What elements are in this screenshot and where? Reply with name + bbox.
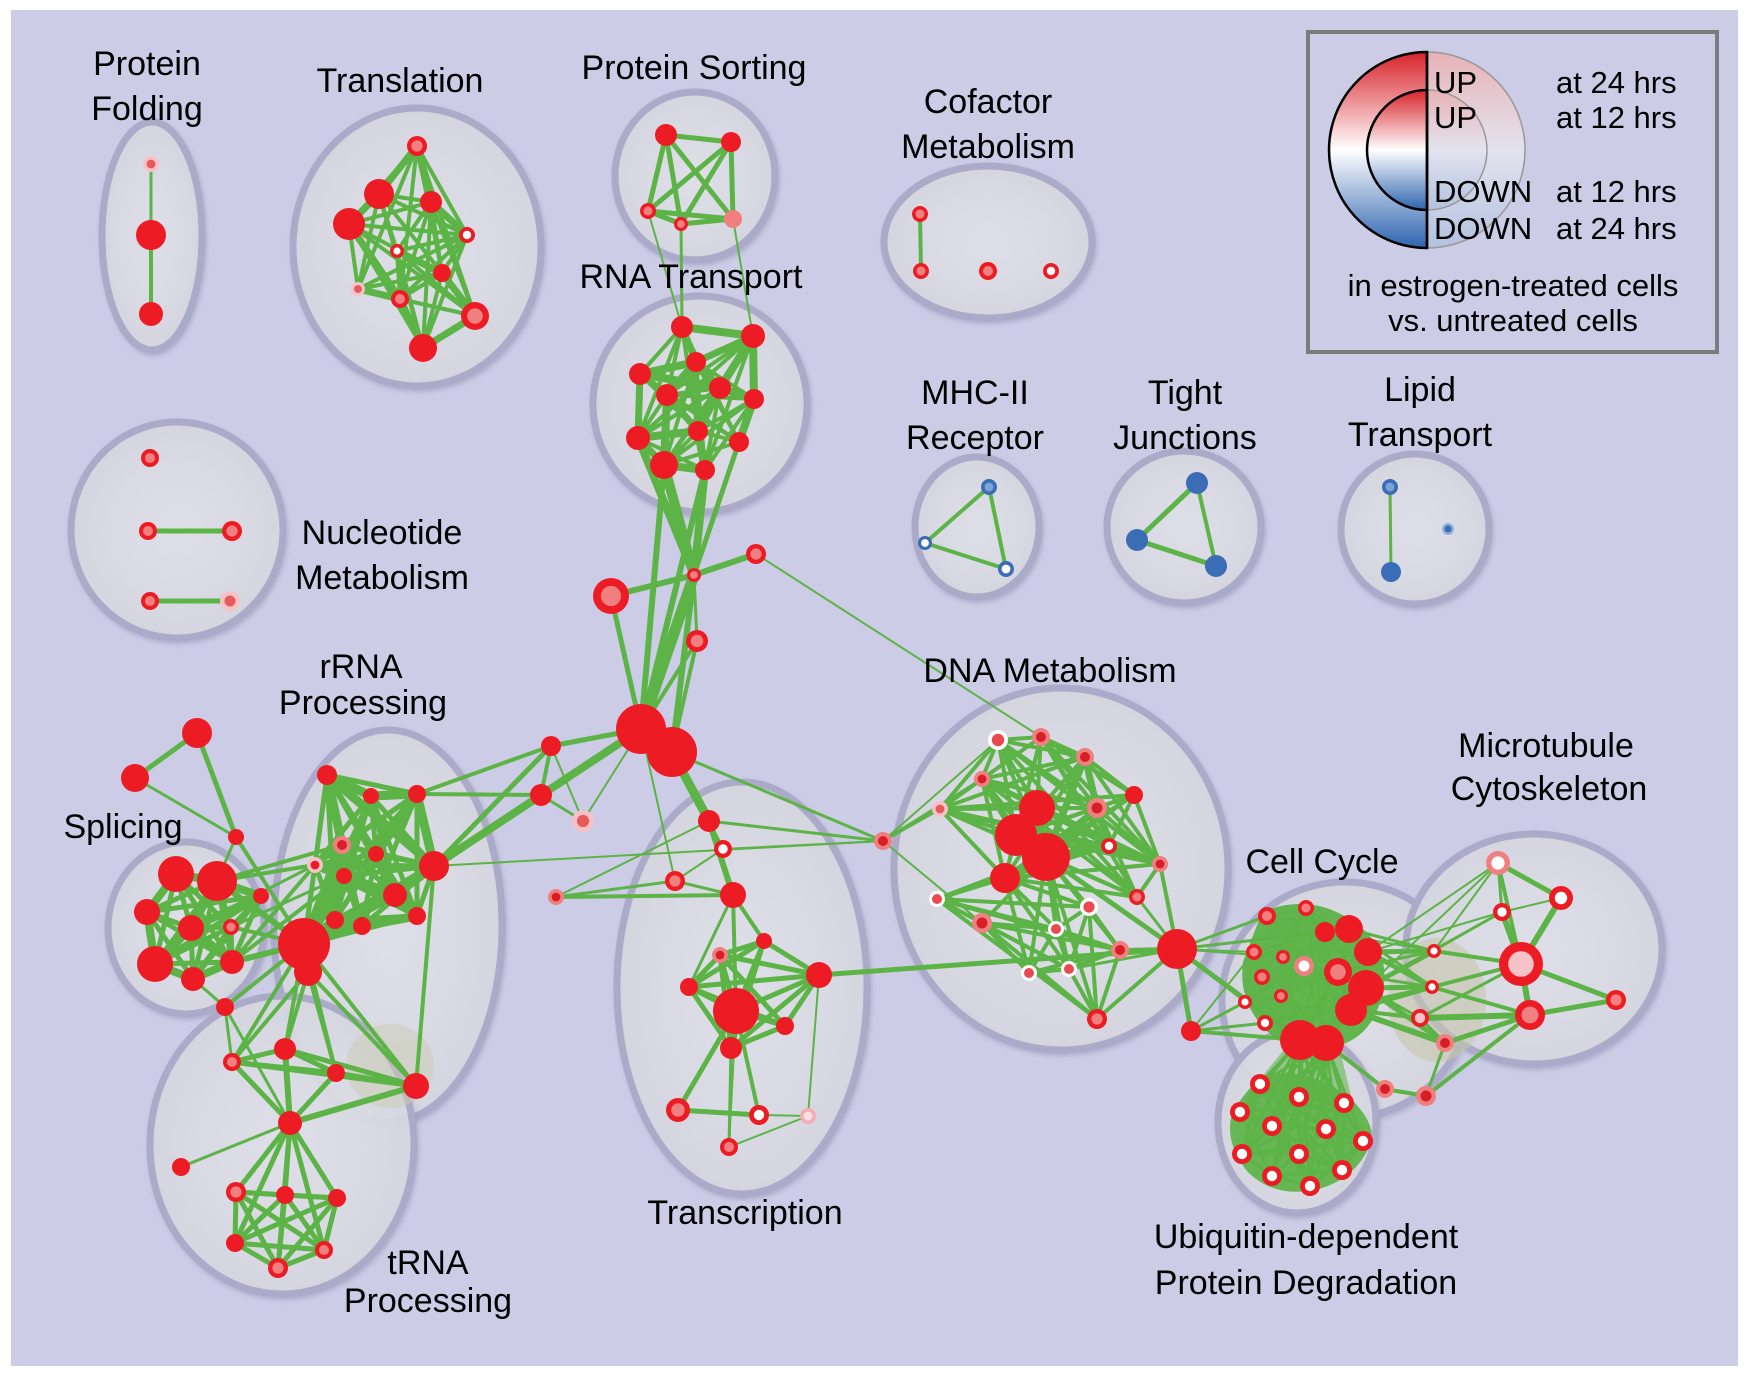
svg-text:tRNA: tRNA	[387, 1244, 469, 1282]
svg-text:Transcription: Transcription	[647, 1194, 842, 1232]
svg-text:Receptor: Receptor	[906, 419, 1044, 457]
svg-text:Splicing: Splicing	[63, 808, 182, 846]
svg-text:DNA Metabolism: DNA Metabolism	[923, 652, 1176, 690]
svg-text:Tight: Tight	[1148, 374, 1223, 412]
svg-text:Protein Sorting: Protein Sorting	[582, 49, 807, 87]
svg-text:Microtubule: Microtubule	[1458, 727, 1634, 765]
svg-text:at 24 hrs: at 24 hrs	[1556, 65, 1677, 100]
svg-text:UP: UP	[1434, 65, 1477, 100]
svg-text:at 12 hrs: at 12 hrs	[1556, 174, 1677, 209]
svg-text:at 12 hrs: at 12 hrs	[1556, 100, 1677, 135]
svg-text:RNA Transport: RNA Transport	[580, 258, 804, 296]
svg-text:Ubiquitin-dependent: Ubiquitin-dependent	[1154, 1218, 1459, 1256]
svg-text:Transport: Transport	[1348, 416, 1493, 454]
svg-text:Cofactor: Cofactor	[924, 83, 1053, 121]
svg-text:UP: UP	[1434, 100, 1477, 135]
svg-text:rRNA: rRNA	[319, 648, 402, 686]
svg-text:Lipid: Lipid	[1384, 371, 1456, 409]
svg-text:Cytoskeleton: Cytoskeleton	[1451, 770, 1648, 808]
svg-text:Folding: Folding	[91, 90, 203, 128]
svg-text:Junctions: Junctions	[1113, 419, 1257, 457]
svg-text:Protein Degradation: Protein Degradation	[1155, 1264, 1457, 1302]
svg-text:Processing: Processing	[279, 684, 447, 722]
svg-text:Nucleotide: Nucleotide	[302, 514, 463, 552]
svg-text:Cell Cycle: Cell Cycle	[1245, 843, 1398, 881]
svg-text:DOWN: DOWN	[1434, 174, 1532, 209]
svg-text:Metabolism: Metabolism	[901, 128, 1075, 166]
svg-text:DOWN: DOWN	[1434, 211, 1532, 246]
svg-text:Protein: Protein	[93, 45, 201, 83]
svg-text:at 24 hrs: at 24 hrs	[1556, 211, 1677, 246]
svg-text:in estrogen-treated cells: in estrogen-treated cells	[1348, 268, 1679, 303]
svg-text:Translation: Translation	[317, 62, 484, 100]
svg-text:Processing: Processing	[344, 1282, 512, 1320]
svg-text:Metabolism: Metabolism	[295, 559, 469, 597]
svg-text:MHC-II: MHC-II	[921, 374, 1029, 412]
svg-text:vs. untreated cells: vs. untreated cells	[1388, 303, 1638, 338]
